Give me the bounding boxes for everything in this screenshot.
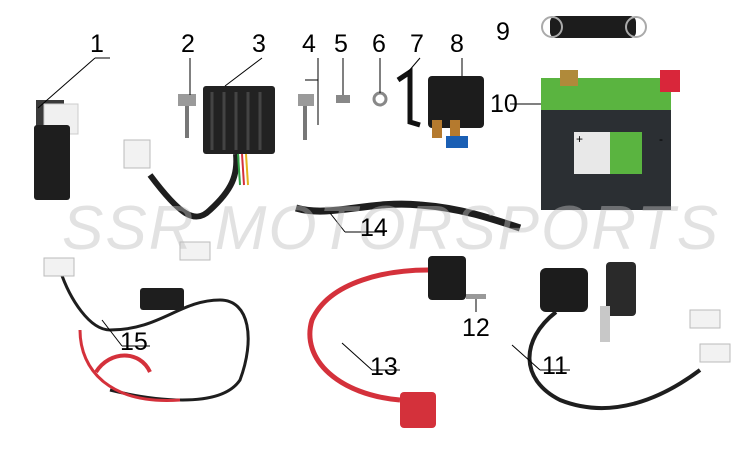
- washer-6: [372, 58, 388, 107]
- bracket-7: [396, 57, 421, 128]
- callout-4: 4: [302, 30, 316, 58]
- callout-10: 10: [490, 90, 518, 118]
- battery: [510, 70, 680, 210]
- callout-8: 8: [450, 30, 464, 58]
- cdi-unit: [34, 57, 110, 200]
- ignition-coil: [428, 256, 486, 312]
- bolt-2: [178, 58, 196, 138]
- battery-strap: [541, 16, 647, 38]
- regulator: [123, 57, 275, 220]
- callout-1: 1: [90, 30, 104, 58]
- battery-minus-label: -: [659, 132, 663, 146]
- callout-5: 5: [334, 30, 348, 58]
- bolt-5: [336, 58, 350, 103]
- callout-14: 14: [360, 214, 388, 242]
- callout-6: 6: [372, 30, 386, 58]
- ignition-switch: [511, 262, 731, 410]
- callout-11: 11: [542, 352, 568, 380]
- callout-2: 2: [181, 30, 195, 58]
- spark-plug-lead: [307, 267, 436, 428]
- callout-12: 12: [462, 314, 490, 342]
- callout-9: 9: [496, 18, 510, 46]
- starter-relay: [428, 58, 484, 148]
- ground-cable: [295, 200, 522, 233]
- wiring-harness: [43, 241, 250, 402]
- watermark: SSR MOTORSPORTS: [62, 194, 721, 263]
- callout-13: 13: [370, 353, 398, 381]
- callout-7: 7: [410, 30, 424, 58]
- callout-15: 15: [120, 328, 148, 356]
- screw-4: [298, 58, 319, 140]
- callout-3: 3: [252, 30, 266, 58]
- battery-plus-label: +: [576, 132, 584, 146]
